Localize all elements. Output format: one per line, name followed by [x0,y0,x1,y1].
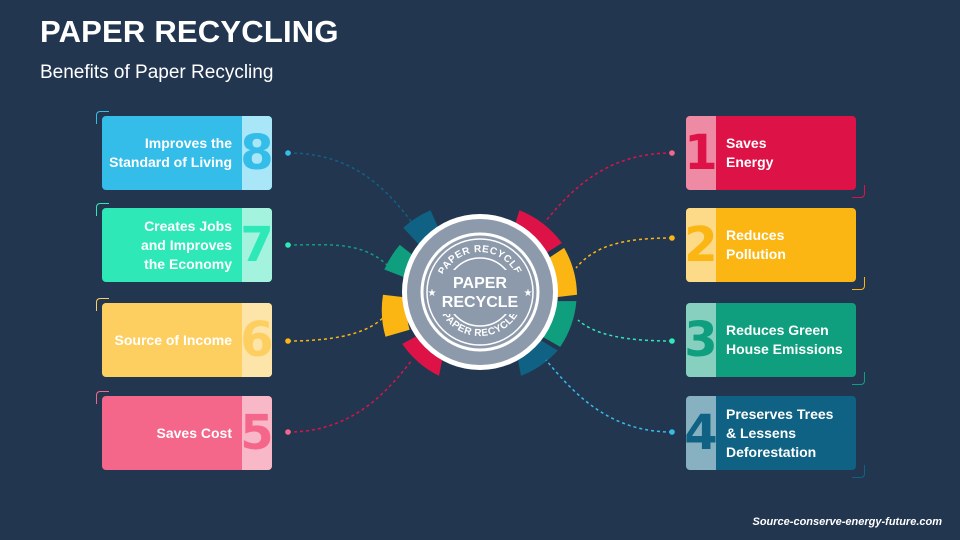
hub-arcs [381,210,577,376]
arc-8 [403,210,440,245]
connector-8 [287,152,417,229]
benefit-6-text: Source of Income [114,331,232,348]
connector-4 [545,359,673,433]
page-title: PAPER RECYCLING [40,14,339,49]
source-credit: Source-conserve-energy-future.com [752,516,943,528]
connector-2 [575,237,673,269]
arc-6 [381,294,410,337]
card-7-corner [96,203,109,216]
benefit-card-5: Saves Cost 5 [102,396,272,470]
recycle-stamp: PAPER RECYCLE PAPER RECYCLE ★ ★ PAPER RE… [402,214,558,370]
benefit-1-number: 1 [686,116,718,190]
arc-4 [517,337,558,376]
card-3-corner [852,372,865,385]
arc-1 [512,210,562,256]
card-4-corner [852,465,865,478]
benefit-7-number: 7 [240,208,272,282]
svg-text:★: ★ [428,288,437,299]
connector-dots [285,150,675,435]
card-8-corner [96,111,109,124]
benefit-5-number: 5 [240,396,272,470]
connector-7 [287,243,393,271]
connector-lines [287,152,673,433]
benefit-8-number: 8 [240,116,272,190]
benefit-4-number: 4 [686,396,718,470]
card-5-corner [96,391,109,404]
connector-5 [287,359,413,433]
benefit-2-number: 2 [686,208,718,282]
card-2-corner [852,277,865,290]
arc-3 [538,301,577,347]
connector-1 [544,152,673,223]
stamp-main-line2: RECYCLE [442,294,519,311]
connector-3 [577,319,673,342]
benefit-3-number: 3 [686,303,718,377]
card-1-corner [852,185,865,198]
arc-5 [402,331,443,376]
card-6-corner [96,298,109,311]
benefit-5-text: Saves Cost [156,424,232,441]
connector-6 [287,311,389,342]
benefit-card-6: Source of Income 6 [102,303,272,377]
stamp-main-line1: PAPER [453,275,507,292]
svg-text:★: ★ [524,288,533,299]
page-subtitle: Benefits of Paper Recycling [40,62,274,83]
benefit-6-number: 6 [240,303,272,377]
